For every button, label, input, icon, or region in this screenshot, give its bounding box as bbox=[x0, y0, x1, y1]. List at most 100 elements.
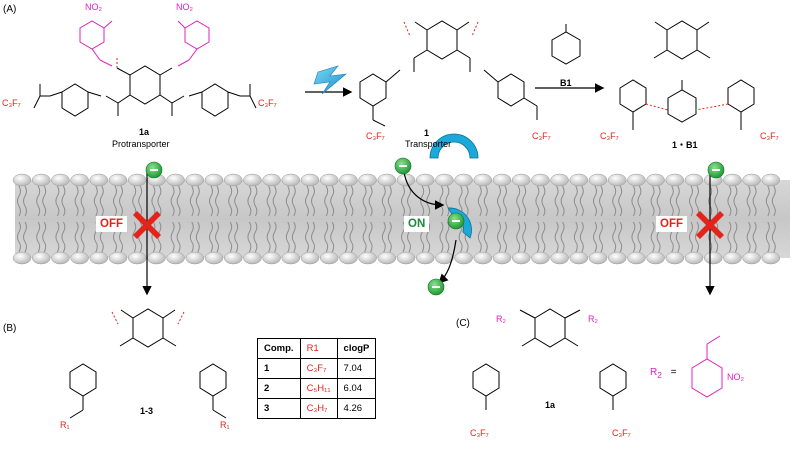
lipid-tail bbox=[464, 185, 469, 217]
lipid-tail bbox=[593, 221, 597, 253]
lipid-tail bbox=[138, 185, 143, 217]
lipid-tail bbox=[573, 185, 578, 217]
lipid-head bbox=[358, 173, 377, 187]
lipid-tail bbox=[477, 221, 482, 253]
lipid-tail bbox=[170, 221, 175, 253]
c3f7-label: C₃F₇ bbox=[258, 98, 277, 108]
lipid-tail bbox=[497, 221, 501, 253]
lipid-head bbox=[319, 251, 339, 265]
lipid-tail bbox=[599, 185, 603, 217]
lipid-tail bbox=[746, 185, 751, 217]
transporter-shell-icon bbox=[429, 133, 479, 159]
lipid-head bbox=[607, 251, 627, 265]
lipid-tail bbox=[516, 221, 521, 253]
lipid-tail bbox=[247, 185, 252, 217]
lipid-tail bbox=[362, 221, 367, 253]
lipid-head bbox=[377, 251, 397, 265]
lipid-head bbox=[319, 173, 339, 187]
lipid-tail bbox=[516, 185, 521, 217]
lipid-head bbox=[665, 173, 685, 187]
lipid-head bbox=[569, 251, 589, 265]
lipid-tail bbox=[420, 185, 425, 217]
lipid-tail bbox=[291, 221, 296, 253]
lipid-tail bbox=[612, 221, 617, 253]
lipid-head bbox=[703, 251, 723, 265]
lipid-head bbox=[627, 251, 646, 265]
chloride-anion-icon bbox=[447, 212, 465, 230]
lipid-tail bbox=[209, 185, 213, 217]
lipid-tail bbox=[689, 185, 693, 217]
table-row: 3 C₃H₇ 4.26 bbox=[257, 398, 377, 419]
compound-range-label: 1-3 bbox=[140, 406, 154, 416]
lipid-tail bbox=[522, 185, 527, 217]
lipid-head bbox=[473, 173, 493, 187]
protransporter-id: 1a bbox=[139, 127, 150, 137]
lipid-head bbox=[531, 251, 550, 265]
lipid-head bbox=[761, 173, 781, 187]
lipid-head bbox=[588, 173, 608, 187]
lipid-head bbox=[108, 251, 128, 265]
lipid-head bbox=[89, 251, 109, 265]
lipid-tail bbox=[650, 221, 655, 253]
lipid-tail bbox=[305, 221, 309, 253]
lipid-tail bbox=[151, 185, 156, 217]
c3f7-label: C₃F₇ bbox=[612, 428, 631, 438]
lipid-head bbox=[627, 173, 646, 187]
lipid-head bbox=[684, 173, 704, 187]
c3f7-label: C₃F₇ bbox=[532, 131, 551, 141]
lipid-tail bbox=[132, 221, 137, 253]
off-label-right: OFF bbox=[656, 216, 687, 232]
lipid-head bbox=[12, 251, 32, 265]
lipid-tail bbox=[266, 221, 271, 253]
lipid-tail bbox=[573, 221, 578, 253]
table-cell-r1: C₃H₇ bbox=[299, 398, 338, 419]
c3f7-label: C₃F₇ bbox=[760, 131, 779, 141]
lipid-tail bbox=[522, 221, 527, 253]
lipid-tail bbox=[93, 185, 98, 217]
barbiturate-b1-structure bbox=[551, 24, 581, 65]
lipid-tail bbox=[17, 221, 21, 253]
lipid-tail bbox=[458, 221, 463, 253]
lipid-tail bbox=[330, 185, 335, 217]
lipid-tail bbox=[330, 221, 335, 253]
lipid-head bbox=[204, 173, 224, 187]
lipid-tail bbox=[228, 185, 233, 217]
lipid-head bbox=[51, 251, 70, 265]
lipid-tail bbox=[23, 221, 27, 253]
lipid-tail bbox=[708, 185, 713, 217]
protransporter-structure bbox=[33, 20, 257, 117]
lipid-tail bbox=[503, 221, 507, 253]
lipid-tail bbox=[554, 221, 559, 253]
table-header: Comp. bbox=[257, 338, 301, 359]
lipid-head bbox=[531, 173, 550, 187]
table-cell-r1: C₃F₇ bbox=[299, 358, 338, 379]
table-cell-r1: C₅H₁₁ bbox=[299, 378, 338, 399]
lipid-tail bbox=[445, 185, 450, 217]
lipid-tail bbox=[343, 221, 348, 253]
lipid-head bbox=[761, 251, 781, 265]
lipid-head bbox=[51, 173, 70, 187]
lipid-head bbox=[377, 173, 397, 187]
lipid-tail bbox=[362, 185, 367, 217]
lipid-head bbox=[70, 251, 89, 265]
no2-label-substituent: NO₂ bbox=[727, 372, 744, 382]
lipid-head bbox=[31, 251, 51, 265]
lipid-tail bbox=[752, 221, 757, 253]
lipid-tail bbox=[560, 185, 565, 217]
lipid-head bbox=[607, 173, 627, 187]
lipid-tail bbox=[477, 185, 482, 217]
lipid-tail bbox=[579, 185, 584, 217]
panel-a-label: (A) bbox=[3, 4, 17, 15]
lipid-tail bbox=[368, 221, 373, 253]
chloride-anion-icon bbox=[427, 278, 445, 296]
lipid-tail bbox=[669, 185, 674, 217]
lipid-tail bbox=[99, 185, 104, 217]
lipid-head bbox=[492, 251, 512, 265]
lipid-tail bbox=[266, 185, 271, 217]
complex-label: 1・B1 bbox=[672, 140, 698, 150]
lipid-tail bbox=[343, 185, 348, 217]
lipid-tail bbox=[458, 185, 463, 217]
lipid-tail bbox=[368, 185, 373, 217]
chloride-anion-icon bbox=[145, 161, 163, 179]
lipid-tail bbox=[541, 221, 546, 253]
